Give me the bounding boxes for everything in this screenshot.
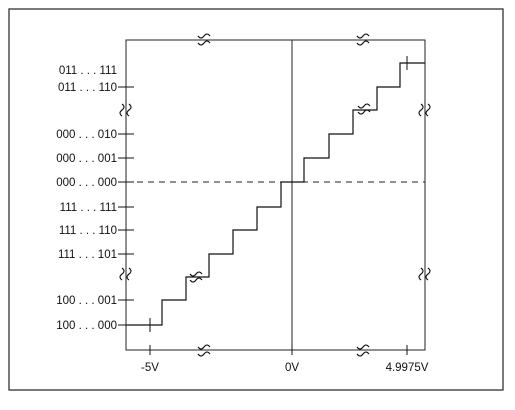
- y-label-011-111: 011 . . . 111: [59, 65, 117, 77]
- staircase-break-right: [357, 103, 371, 115]
- staircase-break-left: [189, 271, 203, 283]
- axis-break-right-lower: [418, 267, 431, 281]
- plot-frame: [125, 39, 426, 351]
- transfer-staircase: [126, 62, 425, 326]
- y-label-111-110: 111 . . . 110: [59, 225, 117, 237]
- axis-break-symbols: [119, 33, 431, 357]
- outer-frame: [8, 8, 504, 391]
- y-label-111-101: 111 . . . 101: [58, 249, 117, 261]
- y-label-000-001: 000 . . . 001: [56, 153, 117, 165]
- axis-break-bottom-right: [356, 344, 370, 357]
- y-label-000-010: 000 . . . 010: [56, 129, 117, 141]
- y-label-011-110: 011 . . . 110: [58, 82, 117, 94]
- axis-break-right-upper: [418, 103, 431, 117]
- y-label-000-000: 000 . . . 000: [56, 177, 117, 189]
- x-label-0v: 0V: [285, 362, 299, 374]
- y-label-100-001: 100 . . . 001: [56, 295, 117, 307]
- y-label-111-111: 111 . . . 111: [60, 202, 117, 214]
- y-label-100-000: 100 . . . 000: [56, 320, 117, 332]
- y-tick-marks: [118, 86, 134, 326]
- axis-break-top-right: [356, 33, 370, 46]
- axis-break-left-lower: [119, 267, 132, 281]
- x-tick-marks: [149, 345, 408, 355]
- axis-break-left-upper: [119, 103, 132, 117]
- axis-break-bottom-left: [197, 344, 211, 357]
- axis-break-top-left: [197, 33, 211, 46]
- x-label-minus-5v: -5V: [141, 362, 159, 374]
- x-label-4-9975v: 4.9975V: [386, 362, 429, 374]
